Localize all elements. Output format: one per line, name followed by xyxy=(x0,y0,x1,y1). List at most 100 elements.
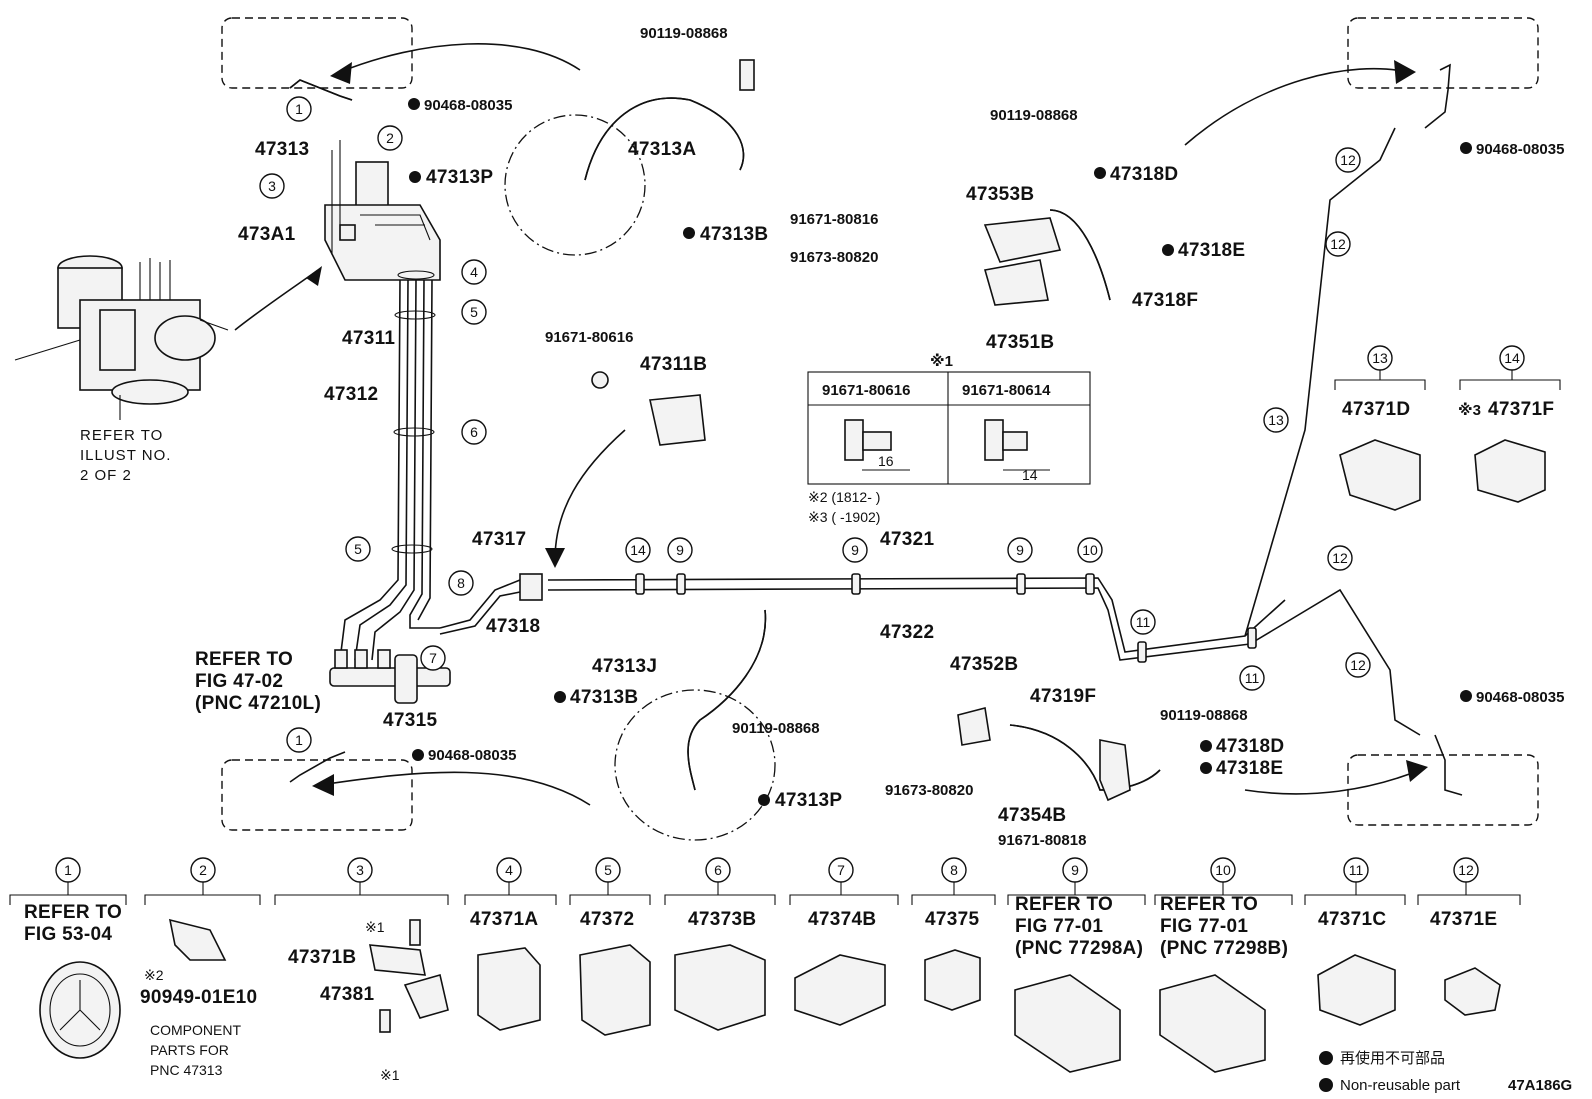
bolt-table-col2: 91671-80614 xyxy=(962,382,1051,399)
ref-box-top-left xyxy=(221,17,413,89)
strip-ref-fig7701b-line1: REFER TO xyxy=(1160,894,1258,915)
label-91673-80820-top: 91673-80820 xyxy=(790,249,878,266)
legend: 再使用不可部品 Non-reusable part xyxy=(1319,1050,1461,1094)
callout-7: 7 xyxy=(420,645,446,671)
clip-header-14 xyxy=(1459,370,1561,390)
label-47371D: 47371D xyxy=(1342,399,1410,420)
clip-47371A-drawing xyxy=(477,947,541,1031)
flex-hose-bottom xyxy=(614,609,776,841)
comp-parts-line2: PARTS FOR xyxy=(150,1042,229,1058)
illustration-id: 47A186G xyxy=(1508,1077,1572,1094)
legend-en: Non-reusable part xyxy=(1340,1077,1461,1094)
label-47318D-top: 47318D xyxy=(1110,164,1178,185)
label-47312: 47312 xyxy=(324,384,378,405)
strip-ref-fig5304-line2: FIG 53-04 xyxy=(24,924,112,945)
strip-ref-fig7701a-line1: REFER TO xyxy=(1015,894,1113,915)
svg-text:13: 13 xyxy=(1268,412,1284,428)
connector-tube xyxy=(439,579,521,629)
clip-47371F-drawing xyxy=(1474,439,1546,503)
legend-jp: 再使用不可部品 xyxy=(1340,1050,1445,1067)
ref-illust-line3: 2 OF 2 xyxy=(80,467,132,484)
label-47352B: 47352B xyxy=(950,654,1018,675)
label-47322: 47322 xyxy=(880,622,934,643)
clip-77298A-drawing xyxy=(1014,974,1121,1073)
label-47353B: 47353B xyxy=(966,184,1034,205)
clip-47372-drawing xyxy=(579,944,651,1036)
abs-actuator-illustration xyxy=(14,255,229,420)
flex-hose-top xyxy=(504,59,755,256)
svg-text:7: 7 xyxy=(429,650,437,666)
label-90119-08868-middle: 90119-08868 xyxy=(732,720,820,737)
ref-box-top-right xyxy=(1347,17,1539,89)
label-47351B: 47351B xyxy=(986,332,1054,353)
strip-callout-11: 11 xyxy=(1343,857,1369,883)
svg-text:10: 10 xyxy=(1215,862,1231,878)
svg-text:7: 7 xyxy=(837,862,845,878)
top-left-pipe-end xyxy=(289,79,353,101)
strip-ref-fig7701b-line3: (PNC 77298B) xyxy=(1160,938,1288,959)
callout-9-c: 9 xyxy=(1007,537,1033,563)
svg-text:13: 13 xyxy=(1372,350,1388,366)
svg-text:11: 11 xyxy=(1245,670,1260,686)
label-47313P-top: 47313P xyxy=(426,167,493,188)
svg-text:10: 10 xyxy=(1082,542,1098,558)
svg-text:11: 11 xyxy=(1349,862,1364,878)
label-90468-08035-top-left: 90468-08035 xyxy=(424,97,512,114)
svg-text:12: 12 xyxy=(1340,152,1356,168)
svg-text:12: 12 xyxy=(1458,862,1474,878)
label-91671-80816: 91671-80816 xyxy=(790,211,878,228)
clip-47371D-drawing xyxy=(1339,439,1421,511)
label-90468-08035-top-right: 90468-08035 xyxy=(1476,141,1564,158)
label-47374B: 47374B xyxy=(808,909,876,930)
note-2: ※2 (1812- ) xyxy=(808,489,880,505)
strip-ref-fig5304-line1: REFER TO xyxy=(24,902,122,923)
mark-3-47371F: ※3 xyxy=(1458,401,1481,419)
connector-tube-2 xyxy=(439,591,521,635)
label-47311: 47311 xyxy=(342,328,395,349)
svg-text:5: 5 xyxy=(354,541,362,557)
flex-hose-right xyxy=(983,209,1111,306)
callout-13-b: 13 xyxy=(1367,345,1393,371)
label-47313B-top: 47313B xyxy=(700,224,768,245)
label-47371F: 47371F xyxy=(1488,399,1554,420)
label-47317: 47317 xyxy=(472,529,526,550)
callout-12-d: 12 xyxy=(1345,652,1371,678)
label-473A1: 473A1 xyxy=(238,224,296,245)
svg-text:14: 14 xyxy=(1504,350,1520,366)
strip-brackets xyxy=(9,882,1521,905)
label-47313J: 47313J xyxy=(592,656,657,677)
label-90119-08868-right-lower: 90119-08868 xyxy=(1160,707,1248,724)
svg-text:3: 3 xyxy=(356,862,364,878)
callout-9-a: 9 xyxy=(667,537,693,563)
svg-text:1: 1 xyxy=(64,862,72,878)
callout-10: 10 xyxy=(1077,537,1103,563)
label-90119-08868-top: 90119-08868 xyxy=(640,25,728,42)
bracket-47311B xyxy=(649,394,706,446)
abs-bracket-assembly xyxy=(324,140,441,281)
clip-77298B-drawing xyxy=(1159,974,1266,1073)
grommet-drawing xyxy=(39,961,121,1059)
bolt-table-col1: 91671-80616 xyxy=(822,382,910,399)
brake-tube-bundle xyxy=(339,270,440,661)
callout-14-b: 14 xyxy=(1499,345,1525,371)
callout-8: 8 xyxy=(448,570,474,596)
ref-fig4702-line1: REFER TO xyxy=(195,649,293,670)
svg-text:1: 1 xyxy=(295,732,303,748)
callout-1-top: 1 xyxy=(286,96,312,122)
union-fitting xyxy=(519,573,543,601)
svg-text:3: 3 xyxy=(268,178,276,194)
ref-illust-line2: ILLUST NO. xyxy=(80,447,171,464)
svg-text:9: 9 xyxy=(676,542,684,558)
callout-6: 6 xyxy=(461,419,487,445)
strip-callout-4: 4 xyxy=(496,857,522,883)
svg-text:14: 14 xyxy=(630,542,646,558)
callout-3-top: 3 xyxy=(259,173,285,199)
label-47321: 47321 xyxy=(880,529,934,550)
clip-47373B-drawing xyxy=(674,944,766,1031)
bolt-table-title: ※1 xyxy=(930,352,953,370)
strip-mark-1-b: ※1 xyxy=(380,1067,400,1083)
bolt-91671-80616 xyxy=(591,371,609,389)
ref-fig4702-line2: FIG 47-02 xyxy=(195,671,283,692)
label-47381: 47381 xyxy=(320,984,374,1005)
